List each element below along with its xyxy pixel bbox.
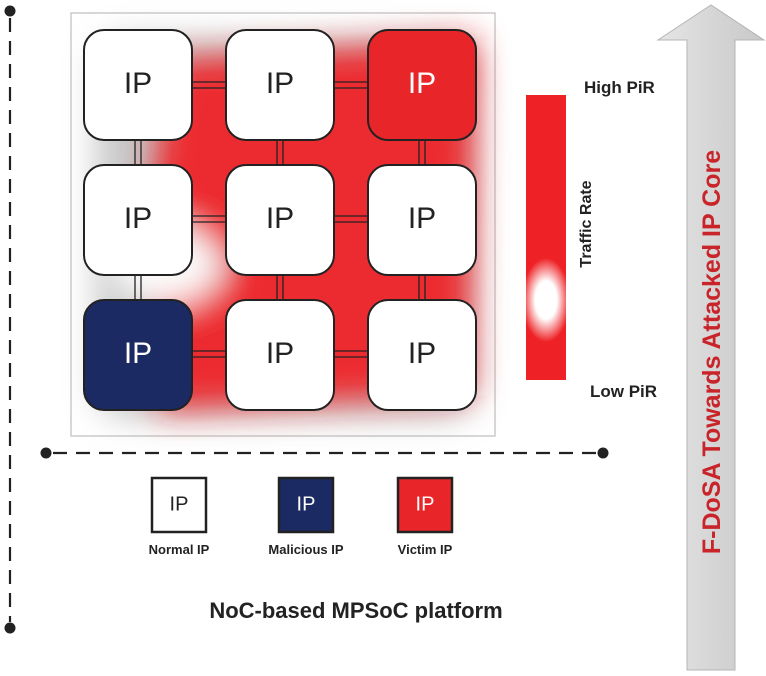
legend-normal-box-label: IP <box>170 493 189 515</box>
ip-core-malicious: IP <box>83 299 193 411</box>
platform-caption: NoC-based MPSoC platform <box>209 598 502 623</box>
ip-core-label: IP <box>266 202 294 235</box>
ip-core-label: IP <box>266 337 294 370</box>
attack-direction-arrow: F-DoSA Towards Attacked IP Core <box>656 4 766 671</box>
legend-victim: IP Victim IP <box>396 476 454 557</box>
low-pir-label: Low PiR <box>590 382 657 401</box>
traffic-rate-bar: High PiR Low PiR Traffic Rate <box>522 78 657 401</box>
legend: IP Normal IP IP Malicious IP IP Victim I… <box>149 476 454 557</box>
ip-core-label: IP <box>266 67 294 100</box>
high-pir-label: High PiR <box>584 78 655 97</box>
legend-malicious: IP Malicious IP <box>268 476 344 557</box>
legend-victim-caption: Victim IP <box>398 542 453 557</box>
vertical-axis <box>4 5 16 634</box>
arrow-up-icon <box>656 4 766 671</box>
ip-core-label: IP <box>124 67 152 100</box>
traffic-rate-axis-label: Traffic Rate <box>578 180 595 267</box>
legend-malicious-box-label: IP <box>297 493 316 515</box>
ip-core-victim: IP <box>367 29 477 141</box>
legend-malicious-caption: Malicious IP <box>268 542 343 557</box>
ip-core-label: IP <box>408 202 436 235</box>
noc-grid-panel: IP IP IP IP IP IP IP IP <box>70 12 496 437</box>
ip-core-r2c1: IP <box>83 164 193 276</box>
ip-core-r2c2: IP <box>225 164 335 276</box>
ip-core-r1c2: IP <box>225 29 335 141</box>
legend-victim-box-label: IP <box>416 493 435 515</box>
ip-core-r3c3: IP <box>367 299 477 411</box>
ip-core-label: IP <box>124 337 152 370</box>
legend-normal: IP Normal IP <box>149 476 210 557</box>
horizontal-axis <box>40 447 609 459</box>
ip-core-label: IP <box>408 67 436 100</box>
ip-core-label: IP <box>408 337 436 370</box>
ip-core-r3c2: IP <box>225 299 335 411</box>
noc-links <box>134 81 426 358</box>
ip-core-r1c1: IP <box>83 29 193 141</box>
arrow-label: F-DoSA Towards Attacked IP Core <box>698 150 726 554</box>
traffic-bar-low-spot <box>522 258 570 342</box>
ip-core-r2c3: IP <box>367 164 477 276</box>
legend-normal-caption: Normal IP <box>149 542 210 557</box>
ip-core-label: IP <box>124 202 152 235</box>
